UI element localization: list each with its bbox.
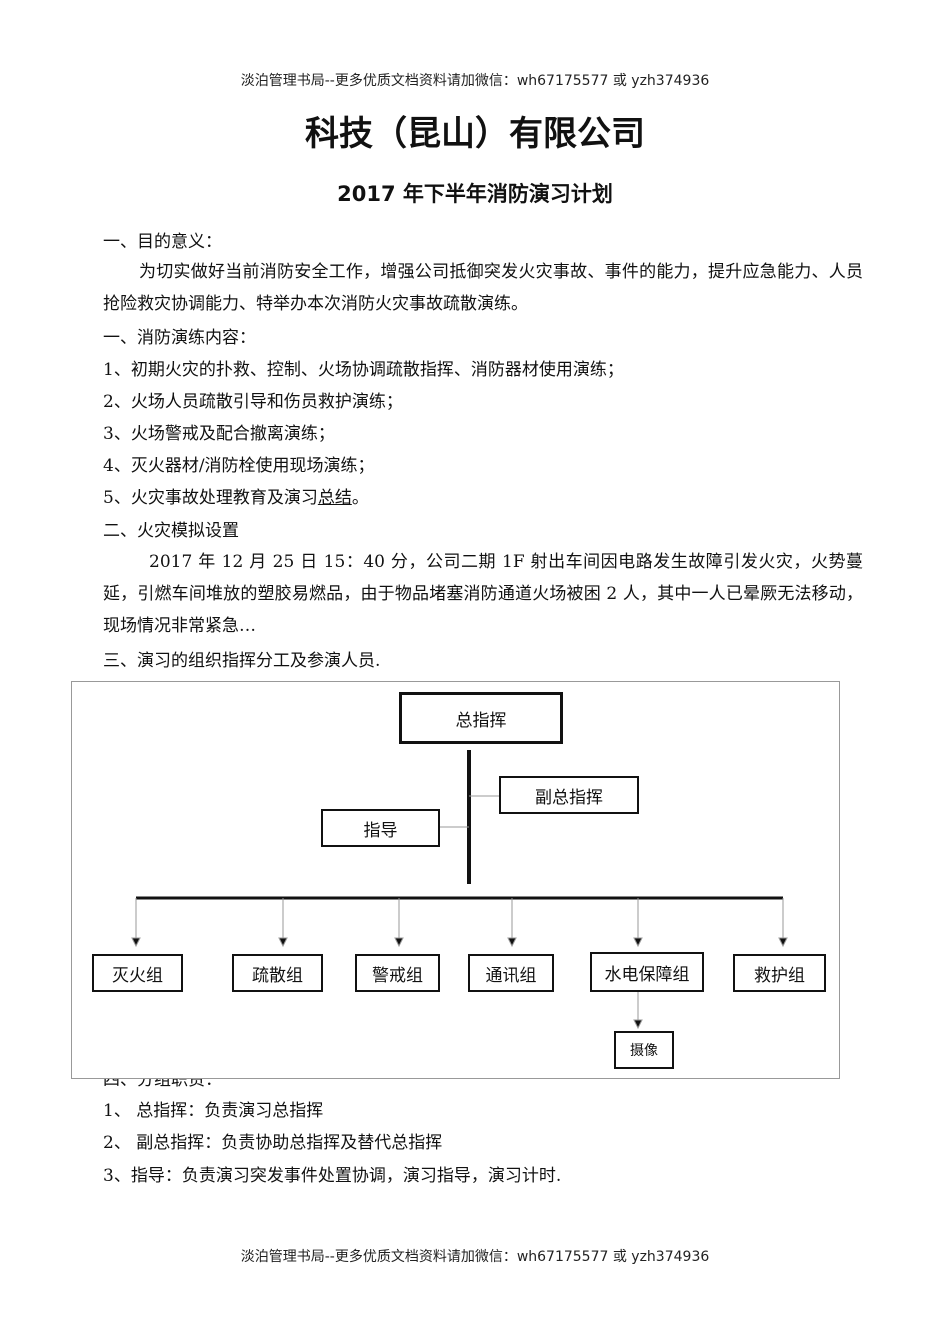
content-item-1: 1、初期火灾的扑救、控制、火场协调疏散指挥、消防器材使用演练； xyxy=(103,360,624,380)
content-item-5-text: 5、火灾事故处理教育及演习 xyxy=(103,488,318,508)
group-box-4: 通讯组 xyxy=(468,954,554,992)
fire-body: 2017 年 12 月 25 日 15：40 分，公司二期 1F 射出车间因电路… xyxy=(103,552,863,636)
group-box-2: 疏散组 xyxy=(232,954,323,992)
drop-arrow-2 xyxy=(278,937,288,948)
document-title: 2017 年下半年消防演习计划 xyxy=(337,182,613,206)
group-box-3: 警戒组 xyxy=(355,954,440,992)
deputy-commander-box: 副总指挥 xyxy=(499,776,639,814)
content-item-5: 5、火灾事故处理教育及演习总结。 xyxy=(103,487,863,509)
purpose-body: 为切实做好当前消防安全工作，增强公司抵御突发火灾事故、事件的能力，提升应急能力、… xyxy=(103,262,863,314)
duty-item-1: 1、 总指挥：负责演习总指挥 xyxy=(103,1101,324,1121)
content-item-3: 3、火场警戒及配合撤离演练； xyxy=(103,424,335,444)
drop-arrow-6 xyxy=(778,937,788,948)
group-box-1: 灭火组 xyxy=(92,954,183,992)
drop-arrow-4 xyxy=(507,937,517,948)
company-title: 科技（昆山）有限公司 xyxy=(305,114,645,154)
content-heading: 一、消防演练内容： xyxy=(103,328,256,348)
camera-box: 摄像 xyxy=(614,1031,674,1069)
drop-arrow-1 xyxy=(131,937,141,948)
org-chart-connectors xyxy=(131,750,788,1030)
fire-heading: 二、火灾模拟设置 xyxy=(103,521,239,541)
sub-drop-arrow xyxy=(633,1019,643,1030)
org-heading: 三、演习的组织指挥分工及参演人员. xyxy=(103,651,381,671)
org-chart: 总指挥 副总指挥 指导 灭火组 疏散组 警戒组 通讯组 水电保障组 救护组 摄像 xyxy=(71,681,840,1079)
content-item-5-suffix: 。 xyxy=(351,488,369,508)
commander-box: 总指挥 xyxy=(399,692,563,744)
page-footer: 淡泊管理书局--更多优质文档资料请加微信：wh67175577 或 yzh374… xyxy=(240,1249,710,1265)
content-item-2: 2、火场人员疏散引导和伤员救护演练； xyxy=(103,392,403,412)
page-header: 淡泊管理书局--更多优质文档资料请加微信：wh67175577 或 yzh374… xyxy=(240,73,710,89)
guide-box: 指导 xyxy=(321,809,440,847)
duty-item-3: 3、指导：负责演习突发事件处置协调，演习指导，演习计时. xyxy=(103,1166,562,1186)
group-box-6: 救护组 xyxy=(733,954,826,992)
content-item-4: 4、灭火器材/消防栓使用现场演练； xyxy=(103,456,375,476)
drop-arrow-3 xyxy=(394,937,404,948)
duty-item-2: 2、 副总指挥：负责协助总指挥及替代总指挥 xyxy=(103,1133,443,1153)
group-box-5: 水电保障组 xyxy=(590,952,704,992)
purpose-heading: 一、目的意义： xyxy=(103,232,222,252)
content-item-5-underlined: 总结 xyxy=(317,488,352,508)
drop-arrow-5 xyxy=(633,937,643,948)
